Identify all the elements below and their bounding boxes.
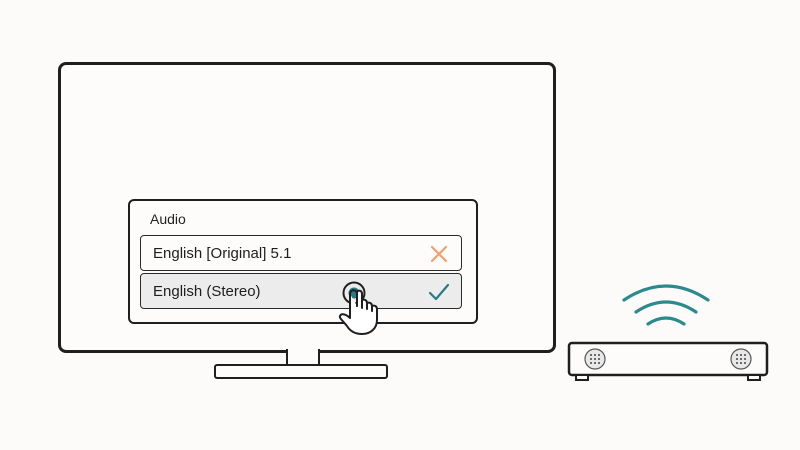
audio-option-english-stereo[interactable]: English (Stereo) [140, 273, 462, 309]
audio-menu-panel: Audio English [Original] 5.1 English (St… [128, 199, 478, 324]
pointing-hand-icon [338, 281, 378, 335]
audio-option-english-original-5-1[interactable]: English [Original] 5.1 [140, 235, 462, 271]
x-icon [430, 245, 448, 263]
audio-option-label: English [Original] 5.1 [153, 245, 292, 262]
audio-menu-title: Audio [150, 211, 186, 227]
wireless-signal-icon [622, 284, 710, 326]
check-icon [428, 283, 450, 301]
speaker-box-icon [567, 341, 769, 381]
audio-option-label: English (Stereo) [153, 283, 261, 300]
tv-stand-base [214, 364, 388, 379]
